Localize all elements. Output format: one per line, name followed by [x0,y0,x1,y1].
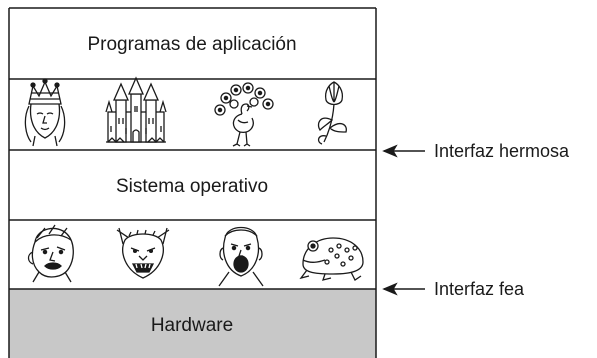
peacock-icon [214,82,274,147]
queen-icon [24,78,66,147]
snarling-beast-icon [116,227,170,279]
beautiful-interface-label: Interfaz hermosa [434,141,570,161]
os-layer [9,150,376,220]
applications-label: Programas de aplicación [87,34,296,55]
layer-borders [8,7,377,358]
ugly-interface-arrow [382,282,425,296]
beautiful-interface-arrow [382,144,425,158]
os-label: Sistema operativo [116,176,268,197]
castle-icon [105,76,167,143]
screaming-man-icon [218,226,264,287]
ugly-interface-label: Interfaz fea [434,279,525,299]
hardware-layer [9,289,376,358]
tulip-icon [317,81,347,145]
hardware-label: Hardware [151,315,233,336]
toad-icon [299,237,364,281]
beautiful-icons-row [9,79,376,150]
applications-layer [9,8,376,79]
grumpy-man-icon [27,224,74,283]
